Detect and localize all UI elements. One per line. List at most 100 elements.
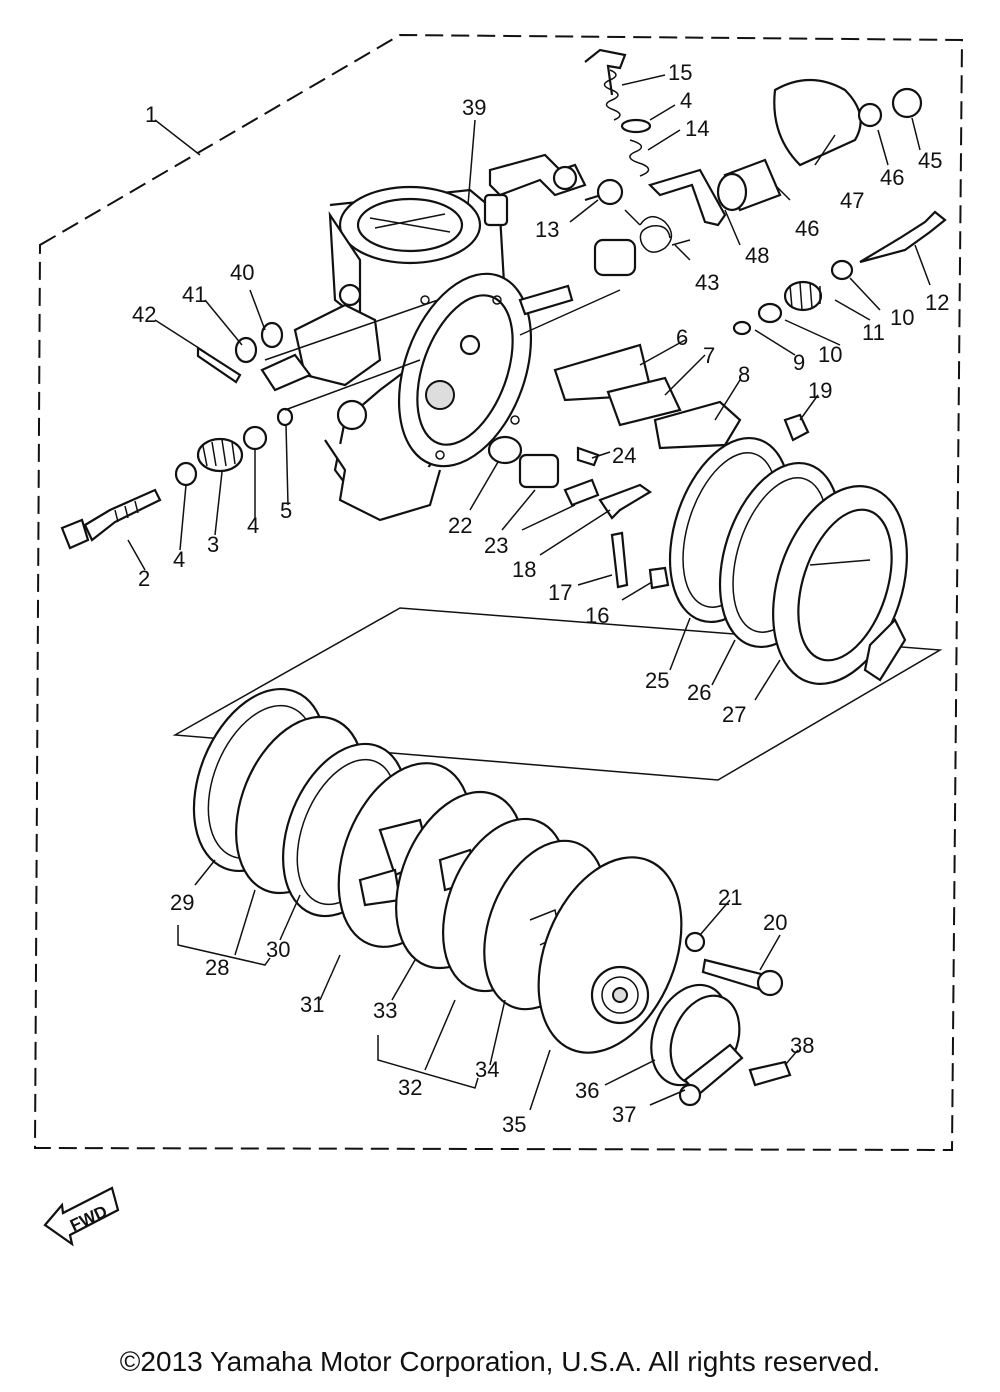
- part-label: 21: [718, 885, 742, 910]
- part-label: 47: [840, 188, 864, 213]
- part-label: 2: [138, 566, 150, 591]
- part-label: 32: [398, 1075, 422, 1100]
- part-label: 45: [918, 148, 942, 173]
- part-label: 36: [575, 1078, 599, 1103]
- screw-19: [783, 413, 810, 442]
- part-label: 7: [703, 343, 715, 368]
- washer-10-upper: [830, 259, 854, 281]
- pin-42: [196, 345, 242, 384]
- part-label: 31: [300, 992, 324, 1017]
- o-ring-9: [732, 320, 752, 336]
- part-label: 33: [373, 998, 397, 1023]
- part-label: 9: [793, 350, 805, 375]
- part-label: 11: [862, 320, 885, 345]
- spring-43: [624, 209, 691, 253]
- part-label: 28: [205, 955, 229, 980]
- part-label: 40: [230, 260, 254, 285]
- part-label: 5: [280, 498, 292, 523]
- spring-11: [783, 280, 823, 312]
- part-label: 38: [790, 1033, 814, 1058]
- part-label: 35: [502, 1112, 526, 1137]
- part-label: 10: [818, 342, 842, 367]
- part-label: 8: [738, 362, 750, 387]
- part-label: 16: [585, 603, 609, 628]
- part-label: 41: [182, 282, 206, 307]
- part-label: 4: [173, 547, 185, 572]
- needle-jet-23: [518, 453, 600, 507]
- spring-bracket-48: [647, 168, 727, 227]
- bolt-20: [701, 958, 784, 997]
- part-label: 15: [668, 60, 692, 85]
- cover-47: [773, 79, 862, 167]
- part-label: 10: [890, 305, 914, 330]
- part-label: 12: [925, 290, 949, 315]
- part-label: 25: [645, 668, 669, 693]
- screw-24: [576, 446, 600, 467]
- cover-27: [772, 485, 908, 685]
- o-ring-5: [276, 407, 294, 427]
- bushing-46: [716, 158, 782, 212]
- washer-10-lower: [757, 302, 783, 324]
- part-label: 46: [880, 165, 904, 190]
- lever-18: [598, 483, 653, 520]
- part-label: 13: [535, 217, 559, 242]
- pilot-screw-15: [584, 48, 627, 121]
- part-label: 22: [448, 513, 472, 538]
- screw-body-left: [260, 353, 312, 392]
- washer-21: [684, 931, 706, 953]
- seal-22: [487, 435, 523, 465]
- throttle-shaft: [518, 284, 574, 316]
- copyright-text: ©2013 Yamaha Motor Corporation, U.S.A. A…: [119, 1346, 881, 1377]
- pin-17: [610, 531, 629, 589]
- leader-lines: [127, 74, 931, 1111]
- screw-38: [748, 1060, 792, 1087]
- part-label: 39: [462, 95, 486, 120]
- part-label: 37: [612, 1102, 636, 1127]
- nut-45: [891, 87, 923, 119]
- part-label: 19: [808, 378, 832, 403]
- spring-3: [196, 437, 244, 473]
- pump-cover-37: [669, 994, 744, 1107]
- part-label: 48: [745, 243, 769, 268]
- part-label: 27: [722, 702, 746, 727]
- part-label: 26: [687, 680, 711, 705]
- part-label: 43: [695, 270, 719, 295]
- part-label: 3: [207, 532, 219, 557]
- part-label: 42: [132, 302, 156, 327]
- screw-13: [584, 178, 624, 206]
- screw-16: [648, 566, 670, 590]
- carburetor-body: [293, 185, 509, 522]
- part-label: 4: [247, 513, 259, 538]
- fwd-arrow-icon: FWD: [43, 1186, 120, 1247]
- part-label: 14: [685, 116, 709, 141]
- throttle-screw-2: [60, 488, 162, 550]
- collar: [593, 238, 637, 277]
- part-labels: 1 39 15 4 14 13 48 43 46 47 46 45 12 10 …: [132, 60, 949, 1137]
- part-label: 1: [145, 102, 157, 127]
- part-label: 20: [763, 910, 787, 935]
- part-label: 17: [548, 580, 572, 605]
- washer-4-right: [242, 425, 268, 451]
- part-label: 34: [475, 1057, 499, 1082]
- plate-7: [606, 376, 682, 427]
- needle-screw-12: [859, 210, 947, 264]
- part-label: 24: [612, 443, 636, 468]
- lower-plane-outline: [172, 607, 943, 781]
- linkage-nut: [552, 165, 578, 191]
- part-label: 30: [266, 937, 290, 962]
- o-ring-4-top: [620, 118, 652, 134]
- part-label: 4: [680, 88, 692, 113]
- assembly-boundary: [33, 33, 964, 1152]
- part-label: 18: [512, 557, 536, 582]
- cover-35: [537, 856, 683, 1054]
- part-label: 23: [484, 533, 508, 558]
- washer-46-top: [857, 102, 883, 128]
- washer-4-left: [174, 461, 198, 487]
- body-flange: [397, 272, 533, 468]
- part-label: 29: [170, 890, 194, 915]
- washer-40: [260, 321, 284, 349]
- spring-14: [629, 139, 650, 177]
- part-label: 6: [676, 325, 688, 350]
- part-label: 46: [795, 216, 819, 241]
